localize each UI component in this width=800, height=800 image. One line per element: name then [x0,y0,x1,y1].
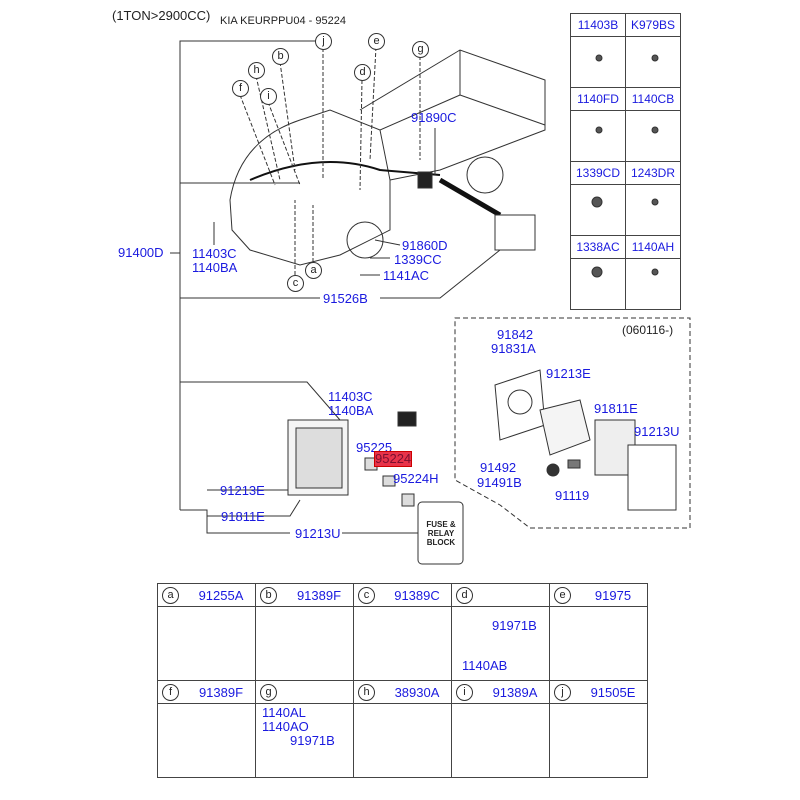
bracket-91971B[interactable]: 91971B [492,618,537,633]
callout-a: a [162,586,179,604]
inset-date: (060116-) [622,323,674,337]
bracket-1140AO[interactable]: 1140AO [262,719,309,734]
inset-91842[interactable]: 91842 [497,327,534,342]
callout-d: d [456,586,473,604]
callout-a: a [305,262,322,279]
fastener-1338AC[interactable]: 1338AC [570,235,626,259]
part-11403C-block[interactable]: 11403C [328,389,373,404]
bracket-part[interactable]: 91255A [198,587,244,603]
part-91213U[interactable]: 91213U [295,526,341,541]
callout-e: e [554,586,571,604]
inset-91491B[interactable]: 91491B [477,475,522,490]
callout-h: h [248,62,265,79]
callout-f: f [232,80,249,97]
callout-c: c [358,586,375,604]
callout-j: j [315,33,332,50]
part-11403C[interactable]: 11403C [192,246,237,261]
fastener-11403B[interactable]: 11403B [570,13,626,37]
part-91811E[interactable]: 91811E [221,509,265,524]
callout-b: b [260,586,277,604]
callout-d: d [354,64,371,81]
fastener-1243DR[interactable]: 1243DR [625,161,681,185]
bracket-part[interactable]: 91975 [594,587,632,603]
callout-b: b [272,48,289,65]
bracket-part[interactable]: 91389C [394,587,440,603]
fastener-1140AH[interactable]: 1140AH [625,235,681,259]
part-91890C[interactable]: 91890C [411,110,457,125]
inset-91492[interactable]: 91492 [480,460,517,475]
part-95224H[interactable]: 95224H [393,471,439,486]
part-91860D[interactable]: 91860D [402,238,448,253]
inset-91213U[interactable]: 91213U [634,424,680,439]
fastener-1140FD[interactable]: 1140FD [570,87,626,111]
callout-i: i [260,88,277,105]
part-91526B[interactable]: 91526B [323,291,368,306]
bracket-part[interactable]: 91389F [198,684,244,700]
callout-g: g [412,41,429,58]
callout-g: g [260,683,277,701]
inset-91831A[interactable]: 91831A [491,341,536,356]
part-95224-highlighted[interactable]: 95224 [373,451,413,467]
callout-j: j [554,683,571,701]
callout-f: f [162,683,179,701]
bracket-part[interactable]: 91389A [492,684,538,700]
bracket-1140AB[interactable]: 1140AB [462,658,508,673]
fuse-cover-text: FUSE & RELAY BLOCK [426,520,456,547]
diagram-subtitle: KIA KEURPPU04 - 95224 [220,15,346,27]
inset-91811E[interactable]: 91811E [594,401,638,416]
bracket-part[interactable]: 91389F [296,587,342,603]
bracket-part[interactable]: 38930A [394,684,440,700]
inset-91119[interactable]: 91119 [555,488,590,503]
part-1339CC[interactable]: 1339CC [394,252,442,267]
bracket-part[interactable]: 91505E [590,684,636,700]
callout-i: i [456,683,473,701]
fastener-K979BS[interactable]: K979BS [625,13,681,37]
part-1141AC[interactable]: 1141AC [383,268,430,283]
part-1140BA-block[interactable]: 1140BA [328,403,374,418]
part-91400D[interactable]: 91400D [118,245,164,260]
fastener-1140CB[interactable]: 1140CB [625,87,681,111]
part-1140BA[interactable]: 1140BA [192,260,238,275]
callout-e: e [368,33,385,50]
bracket-1140AL[interactable]: 1140AL [262,705,306,720]
part-91213E[interactable]: 91213E [220,483,265,498]
inset-91213E[interactable]: 91213E [546,366,591,381]
callout-h: h [358,683,375,701]
variant-label: (1TON>2900CC) [112,8,211,23]
fastener-1339CD[interactable]: 1339CD [570,161,626,185]
part-95225[interactable]: 95225 [356,440,393,455]
callout-c: c [287,275,304,292]
bracket-91971B[interactable]: 91971B [290,733,335,748]
